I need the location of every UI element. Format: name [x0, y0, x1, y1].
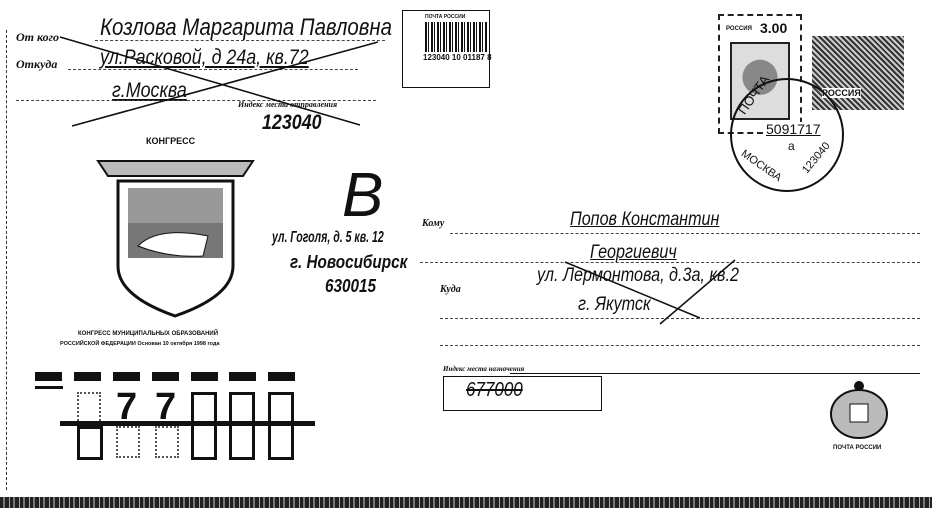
where-from-label: Откуда — [16, 57, 58, 71]
zip-label — [74, 372, 101, 381]
redirect-index: 630015 — [325, 276, 377, 296]
from-line — [95, 40, 385, 41]
zip-baseline — [60, 421, 315, 426]
sender-name: Козлова Маргарита Павловна — [100, 14, 392, 41]
recipient-address-line2: г. Якутск — [578, 294, 651, 315]
logo-caption: ПОЧТА РОССИИ — [833, 445, 882, 451]
city-line — [16, 100, 376, 101]
zip-digit: 7 — [116, 386, 138, 428]
redirect-address-line2: г. Новосибирск — [290, 252, 408, 272]
recipient-address-line1: ул. Лермонтова, д.3а, кв.2 — [537, 265, 739, 286]
recipient-name-line2: Георгиевич — [590, 242, 677, 263]
emblem-title: КОНГРЕСС — [146, 136, 196, 146]
double-headed-eagle-icon — [830, 381, 888, 439]
postmark-letter: а — [788, 139, 795, 153]
to-line-2 — [420, 262, 920, 263]
zip-label — [191, 372, 218, 381]
zip-code-grid: 7 7 — [35, 372, 315, 460]
stamp-country: РОССИЯ — [726, 26, 752, 32]
zip-cell — [229, 392, 255, 460]
barcode-number: 123040 10 01187 8 — [423, 53, 492, 62]
second-stamp-text: РОССИЯ — [822, 88, 861, 98]
where-to-label: Куда — [440, 284, 461, 295]
postmark-date: 5091717 — [766, 121, 821, 137]
recipient-name-line1: Попов Константин — [570, 209, 720, 230]
address-line-2 — [440, 318, 920, 319]
zip-label — [152, 372, 179, 381]
redirect-address-line1: ул. Гоголя, д. 5 кв. 12 — [272, 229, 384, 246]
barcode-header: ПОЧТА РОССИИ — [425, 14, 466, 20]
bottom-stripe — [0, 497, 932, 508]
zip-digit: 7 — [155, 386, 177, 428]
congress-emblem — [96, 160, 255, 318]
sender-cross-out — [59, 36, 379, 127]
emblem-caption-line2: РОССИЙСКОЙ ФЕДЕРАЦИИ Основан 10 октября … — [60, 341, 220, 347]
recipient-index-label: Индекс места назначения — [443, 365, 525, 373]
barcode-label: ПОЧТА РОССИИ 123040 10 01187 8 — [402, 10, 492, 88]
zip-cell — [191, 392, 217, 460]
zip-cell — [116, 426, 140, 458]
redirect-letter: В — [342, 161, 384, 230]
postmark: ПОЧТА 5091717 а МОСКВА 123040 — [730, 72, 844, 192]
recipient-index-box: 677000 — [443, 376, 602, 411]
zip-underline — [35, 386, 63, 389]
to-line — [450, 233, 920, 234]
from-label: От кого — [16, 30, 60, 44]
zip-cell — [77, 426, 103, 460]
zip-label — [229, 372, 256, 381]
barcode-bars — [425, 22, 487, 52]
sender-index: 123040 — [262, 111, 322, 134]
zip-cell — [268, 392, 294, 460]
envelope-left-edge — [6, 30, 7, 490]
index-line — [510, 373, 920, 374]
address-line — [68, 69, 358, 70]
address-line-3 — [440, 345, 920, 346]
zip-label — [113, 372, 140, 381]
zip-label — [268, 372, 295, 381]
stamp-value: 3.00 — [760, 20, 788, 36]
zip-label — [35, 372, 62, 381]
to-label: Кому — [422, 218, 445, 229]
zip-cell — [155, 426, 179, 458]
recipient-index: 677000 — [466, 379, 523, 401]
sender-address-line2: г.Москва — [112, 79, 187, 102]
emblem-caption-line1: КОНГРЕСС МУНИЦИПАЛЬНЫХ ОБРАЗОВАНИЙ — [78, 331, 219, 337]
